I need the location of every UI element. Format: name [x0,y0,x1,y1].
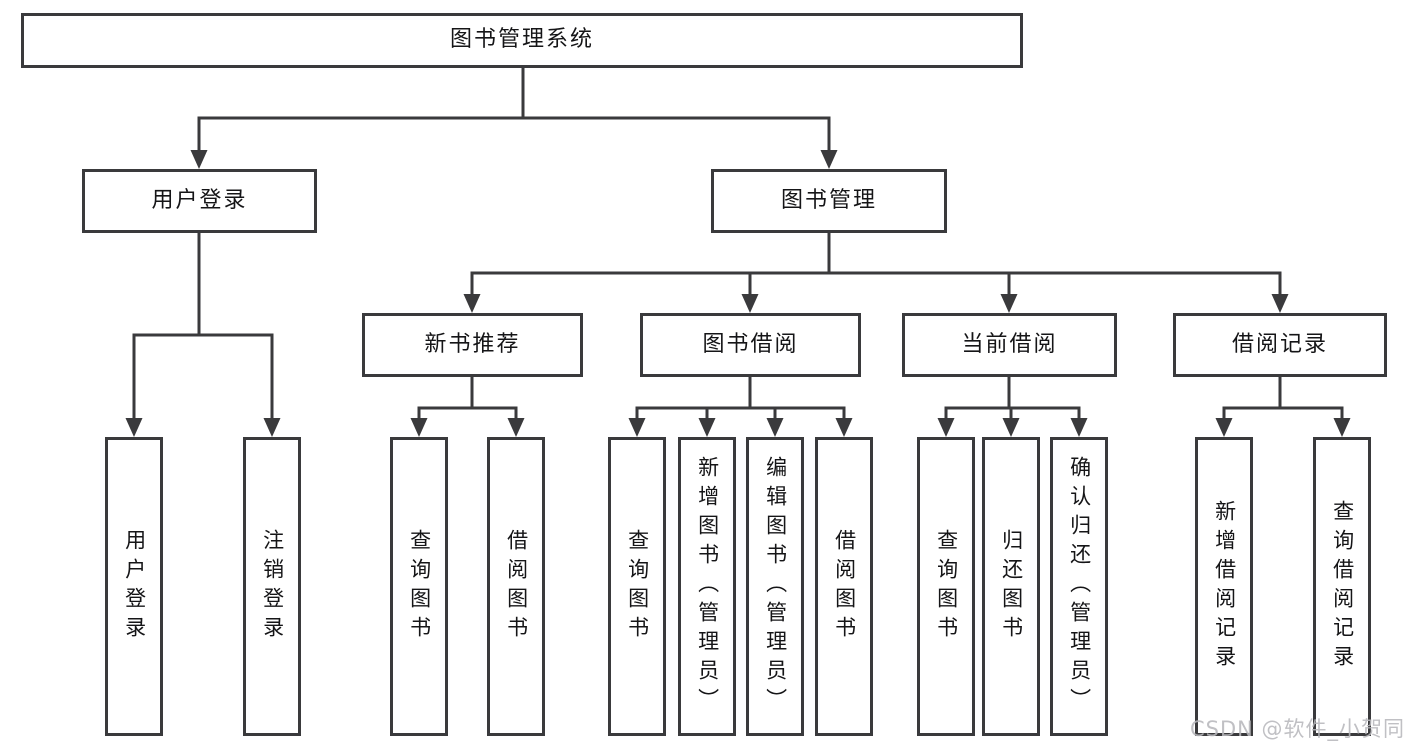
leaf-confirm-return-admin: 确认归还（管理员） [1050,437,1108,736]
node-current-borrow: 当前借阅 [902,313,1117,377]
leaf-edit-books-admin: 编辑图书（管理员） [746,437,804,736]
node-new-book-recommend: 新书推荐 [362,313,583,377]
csdn-watermark: CSDN @软件_小贺同学 [1190,717,1405,741]
node-borrow-records: 借阅记录 [1173,313,1387,377]
leaf-logout: 注销登录 [243,437,301,736]
leaf-add-books-admin: 新增图书（管理员） [678,437,736,736]
leaf-query-borrow-record: 查询借阅记录 [1313,437,1371,736]
leaf-return-books: 归还图书 [982,437,1040,736]
leaf-current-query-books: 查询图书 [917,437,975,736]
leaf-user-login: 用户登录 [105,437,163,736]
leaf-borrow-books: 借阅图书 [815,437,873,736]
node-book-management: 图书管理 [711,169,947,233]
node-user-login: 用户登录 [82,169,317,233]
leaf-recommend-query-books: 查询图书 [390,437,448,736]
leaf-borrow-query-books: 查询图书 [608,437,666,736]
leaf-recommend-borrow-books: 借阅图书 [487,437,545,736]
node-library-management-system: 图书管理系统 [21,13,1023,68]
leaf-add-borrow-record: 新增借阅记录 [1195,437,1253,736]
node-book-borrow: 图书借阅 [640,313,861,377]
